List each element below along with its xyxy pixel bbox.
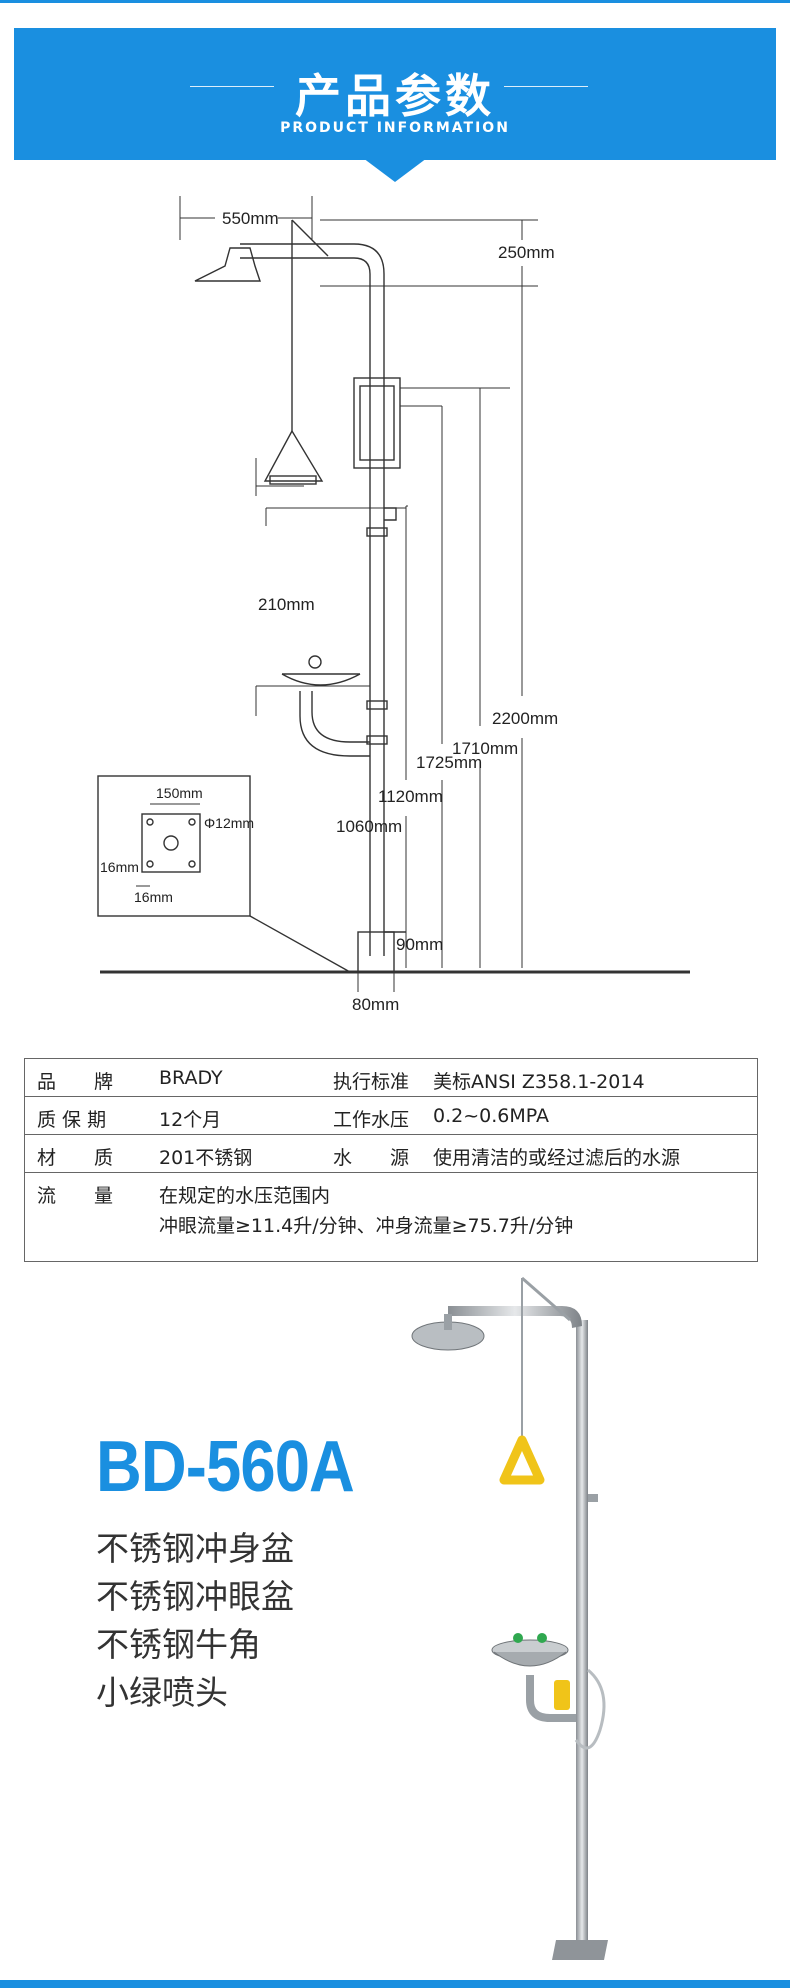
header-rule-left [190, 86, 274, 87]
dim-550: 550mm [222, 209, 279, 228]
dim-1060: 1060mm [336, 817, 402, 836]
product-base [552, 1940, 608, 1960]
dimension-drawing: 550mm 250mm 2200mm 1710mm 1725mm 210mm 1… [97, 196, 690, 1014]
spec-label: 执行标准 [333, 1071, 410, 1093]
product-green-nozzle [513, 1633, 523, 1643]
spec-label: 品 牌 [37, 1071, 114, 1093]
valve-box [353, 377, 401, 469]
product-yellow-valve [554, 1680, 570, 1710]
spec-value: 美标ANSI Z358.1-2014 [433, 1071, 645, 1093]
spec-label: 工作水压 [333, 1109, 410, 1131]
dim-hole-diameter: Φ12mm [204, 815, 254, 831]
dim-210: 210mm [258, 595, 315, 614]
spec-row-brand: 品 牌 BRADY 执行标准 美标ANSI Z358.1-2014 [25, 1059, 757, 1097]
header-arrow [363, 158, 427, 182]
header-rule-right [504, 86, 588, 87]
feature-item: 不锈钢牛角 [96, 1625, 261, 1664]
feature-item: 小绿喷头 [96, 1673, 228, 1712]
page-title: 产品参数 [295, 69, 495, 123]
spec-table: 品 牌 BRADY 执行标准 美标ANSI Z358.1-2014 质 保 期 … [24, 1058, 758, 1262]
spec-label: 流 量 [37, 1185, 114, 1207]
pull-handle [263, 429, 324, 482]
floor-plate-inset [97, 775, 251, 917]
dim-80: 80mm [352, 995, 399, 1014]
spec-value: 201不锈钢 [159, 1147, 253, 1169]
dim-90: 90mm [396, 935, 443, 954]
spec-label: 质 保 期 [37, 1109, 107, 1131]
dim-1120: 1120mm [378, 787, 443, 806]
spec-row-material: 材 质 201不锈钢 水 源 使用清洁的或经过滤后的水源 [25, 1135, 757, 1173]
product-pole [576, 1320, 588, 1940]
dim-2200: 2200mm [492, 709, 558, 728]
shower-head [194, 247, 261, 282]
dim-16-left: 16mm [100, 859, 139, 875]
spec-label: 材 质 [37, 1147, 114, 1169]
top-accent-line [0, 0, 790, 3]
spec-row-flow: 流 量 在规定的水压范围内 冲眼流量≥11.4升/分钟、冲身流量≥75.7升/分… [25, 1173, 757, 1261]
spec-value: 使用清洁的或经过滤后的水源 [433, 1147, 681, 1169]
dim-1710: 1710mm [452, 739, 518, 758]
spec-row-warranty: 质 保 期 12个月 工作水压 0.2~0.6MPA [25, 1097, 757, 1135]
product-yellow-handle [499, 1435, 545, 1485]
feature-item: 不锈钢冲身盆 [96, 1529, 294, 1568]
spec-label: 水 源 [333, 1147, 410, 1169]
dim-250: 250mm [498, 243, 555, 262]
dim-150: 150mm [156, 785, 203, 801]
dim-1725: 1725mm [416, 753, 482, 772]
pole-base [357, 931, 395, 973]
spec-value: 12个月 [159, 1109, 222, 1131]
page-subtitle: PRODUCT INFORMATION [280, 120, 510, 136]
spec-value: 0.2~0.6MPA [433, 1105, 549, 1127]
bottom-accent-line [0, 1980, 790, 1988]
header-banner [14, 28, 776, 160]
spec-value: 在规定的水压范围内 [159, 1185, 331, 1207]
spec-value: 冲眼流量≥11.4升/分钟、冲身流量≥75.7升/分钟 [159, 1215, 574, 1237]
product-photo [411, 1276, 608, 1960]
eyewash-bowl [281, 673, 361, 686]
product-model: BD-560A [96, 1427, 355, 1507]
feature-item: 不锈钢冲眼盆 [96, 1577, 294, 1616]
dim-16-bottom: 16mm [134, 889, 173, 905]
spec-value: BRADY [159, 1067, 223, 1089]
